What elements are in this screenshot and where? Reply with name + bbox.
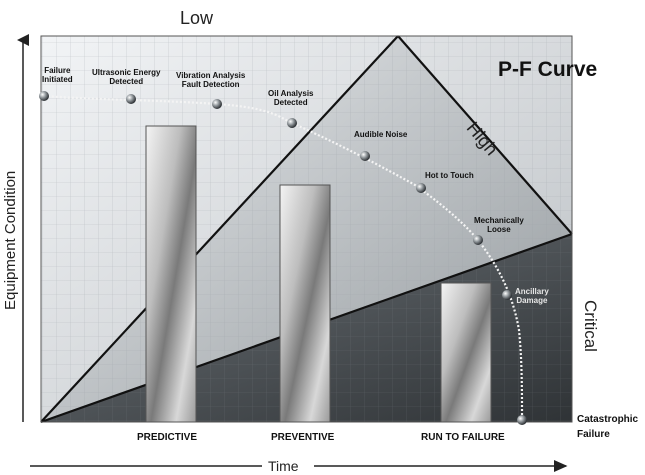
bar-label-run-to-failure: RUN TO FAILURE <box>421 432 505 443</box>
zone-critical-label: Critical <box>581 300 600 352</box>
curve-point <box>212 99 222 109</box>
point-label: Hot to Touch <box>425 171 474 180</box>
end-label-failure: Failure <box>577 429 610 440</box>
run-to-failure-bar <box>440 282 492 423</box>
bar-label-predictive: PREDICTIVE <box>137 432 198 443</box>
curve-point <box>287 118 297 128</box>
curve-point <box>502 290 512 300</box>
bar-label-preventive: PREVENTIVE <box>271 432 335 443</box>
curve-point <box>416 183 426 193</box>
curve-point <box>473 235 483 245</box>
curve-point <box>39 91 49 101</box>
point-label: Failure Initiated <box>42 66 73 84</box>
point-label: Vibration Analysis Fault Detection <box>176 71 246 89</box>
point-label: Ancillary Damage <box>515 287 549 305</box>
point-label: Mechanically Loose <box>474 216 524 234</box>
curve-point <box>126 94 136 104</box>
point-label: Oil Analysis Detected <box>268 89 314 107</box>
curve-point <box>360 151 370 161</box>
preventive-bar <box>279 184 331 423</box>
zone-low-label: Low <box>180 8 214 28</box>
end-label-catastrophic: Catastrophic <box>577 414 639 425</box>
point-label: Ultrasonic Energy Detected <box>92 68 161 86</box>
curve-point <box>517 415 527 425</box>
point-label: Audible Noise <box>354 130 408 139</box>
x-axis-label: Time <box>268 458 299 474</box>
diagram-title: P-F Curve <box>498 58 598 81</box>
predictive-bar <box>145 125 197 423</box>
y-axis-label: Equipment Condition <box>2 170 19 310</box>
